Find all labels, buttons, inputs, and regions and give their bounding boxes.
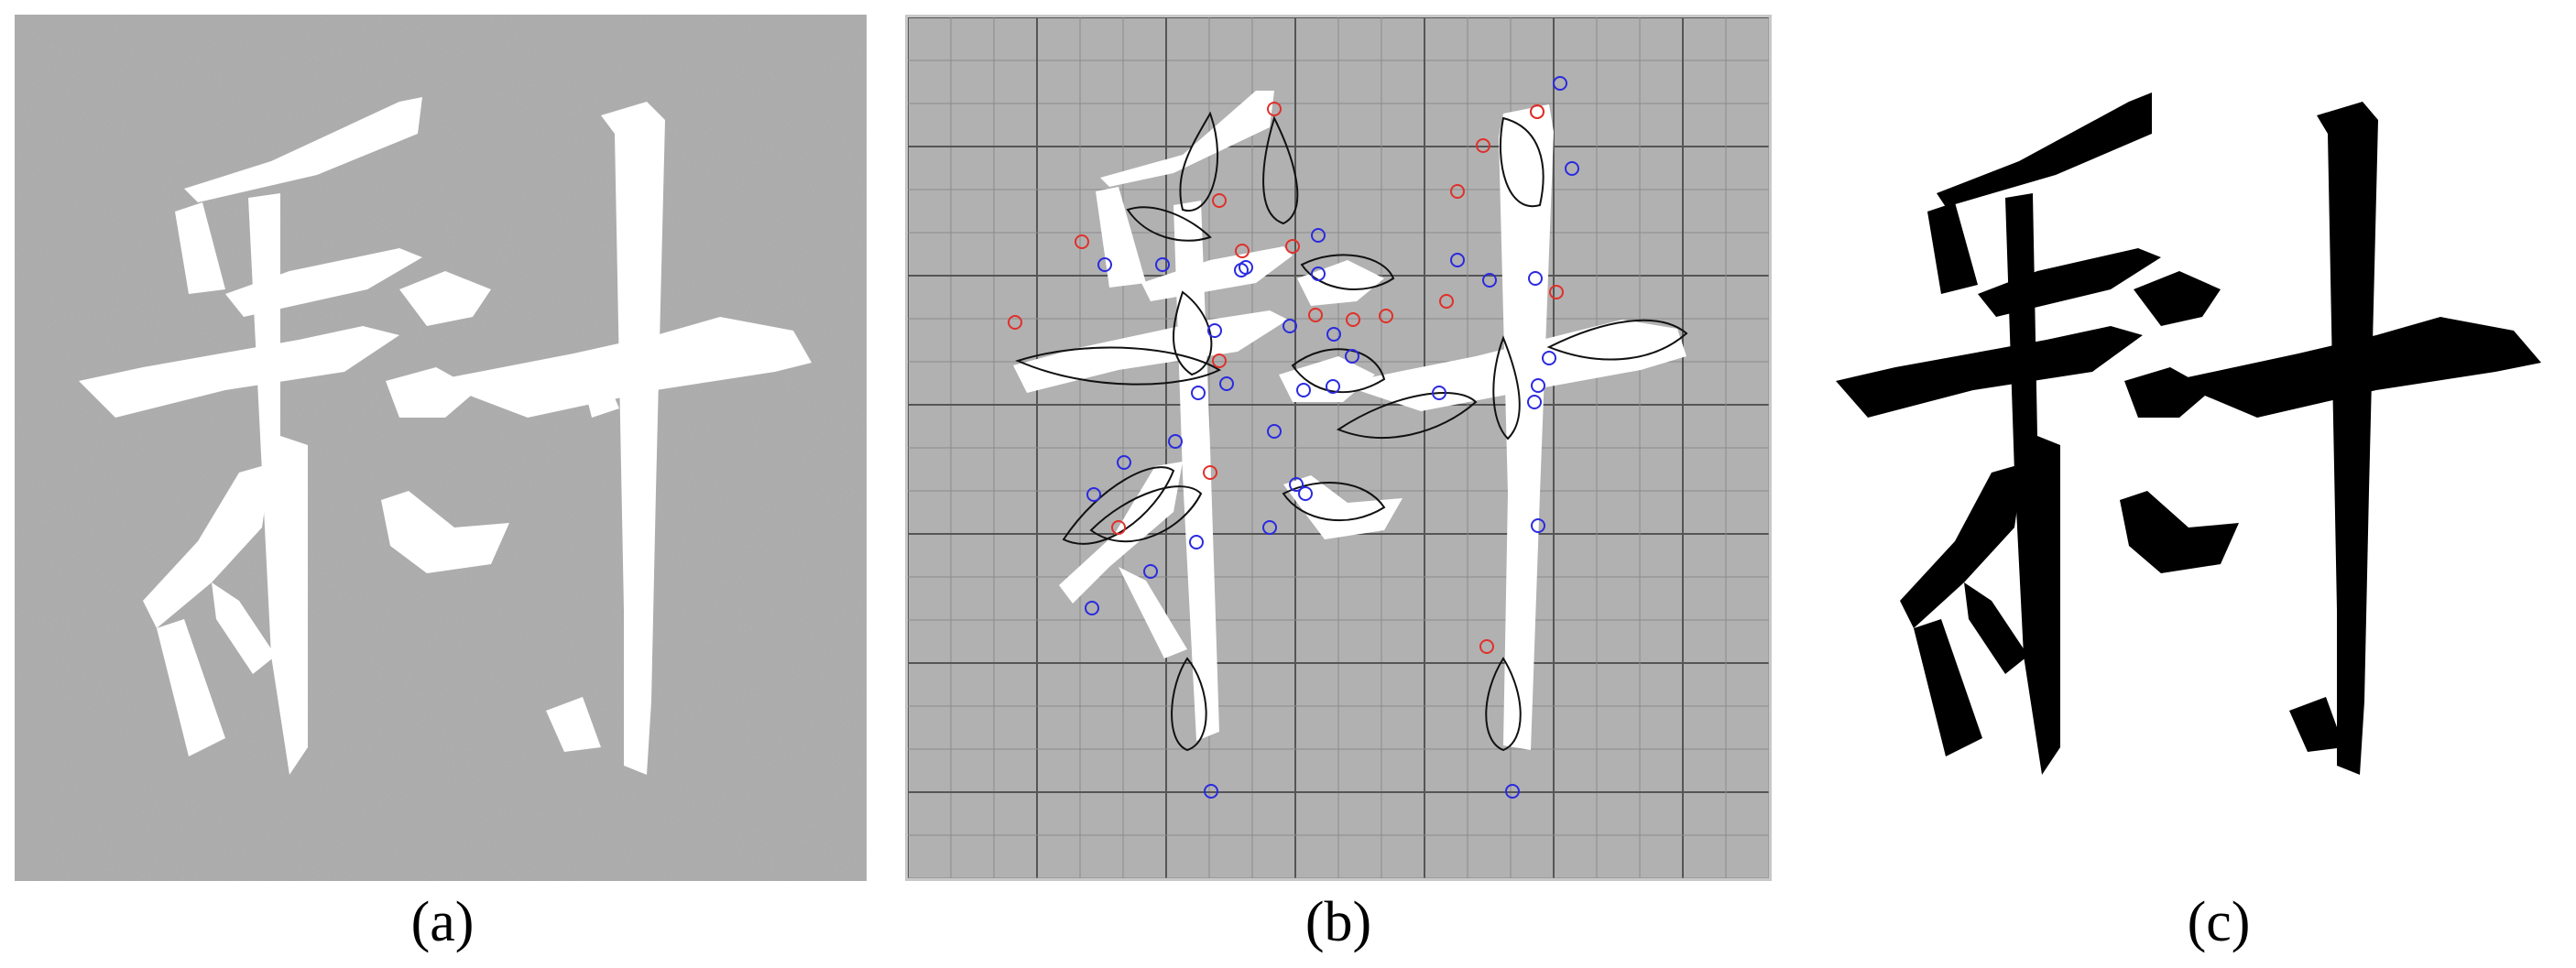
red-marker [1450,184,1465,199]
blue-marker [1326,327,1341,342]
blue-marker [1505,784,1520,799]
red-marker [1008,315,1022,330]
red-marker [1308,308,1323,322]
blue-marker [1086,487,1101,502]
blue-marker [1097,257,1112,272]
blue-marker [1189,535,1204,549]
red-marker [1379,309,1393,323]
panel-c-binarized-image [1817,15,2576,881]
ellipse-fits [1015,111,1688,752]
blue-marker [1527,395,1542,409]
red-marker [1203,465,1217,480]
caption-b: (b) [1304,891,1372,953]
blue-marker [1155,257,1170,272]
blue-marker [1296,383,1311,397]
character-strokes [1836,92,2541,775]
red-marker [1212,193,1227,208]
blue-marker [1283,319,1297,333]
blue-marker [1143,564,1158,579]
red-marker [1479,639,1494,654]
blue-marker [1204,784,1218,799]
calligraphy-black-on-white [1817,15,2576,881]
grid-lines [908,17,1769,878]
blue-marker [1482,273,1497,288]
blue-marker [1450,253,1465,267]
caption-a: (a) [410,891,475,953]
character-strokes [79,97,812,775]
blue-marker [1531,518,1545,533]
blue-marker [1262,520,1277,535]
red-marker [1212,353,1227,368]
blue-marker [1207,323,1222,338]
blue-marker [1553,76,1567,91]
blue-marker [1168,434,1183,449]
red-marker [1476,138,1490,153]
grid-analysis-plot [908,17,1769,878]
red-marker [1439,294,1454,309]
red-marker [1346,312,1360,327]
blue-marker [1531,378,1545,393]
calligraphy-white-on-gray [15,15,867,881]
blue-marker [1298,486,1313,501]
red-marker [1530,104,1545,119]
blue-marker [1085,601,1099,615]
blue-marker [1432,386,1446,400]
blue-marker [1542,351,1556,365]
blue-marker [1219,376,1234,391]
blue-marker [1528,271,1543,286]
panel-b-grid-analysis [905,15,1772,881]
panel-a-original-image [15,15,867,881]
caption-c: (c) [2187,891,2251,953]
blue-marker [1565,161,1579,176]
blue-marker [1311,266,1326,281]
feature-markers [1008,76,1579,799]
blue-marker [1191,386,1206,400]
red-marker [1235,244,1250,258]
blue-marker [1117,455,1131,470]
red-marker [1111,520,1126,535]
character-strokes [1013,91,1686,750]
blue-marker [1289,477,1304,492]
blue-marker [1267,424,1282,439]
blue-marker [1326,379,1340,394]
red-marker [1549,285,1564,299]
blue-marker [1345,349,1359,364]
blue-marker [1311,228,1326,243]
red-marker [1075,234,1089,249]
blue-marker [1239,260,1253,275]
red-marker [1267,102,1282,116]
red-marker [1285,239,1300,254]
